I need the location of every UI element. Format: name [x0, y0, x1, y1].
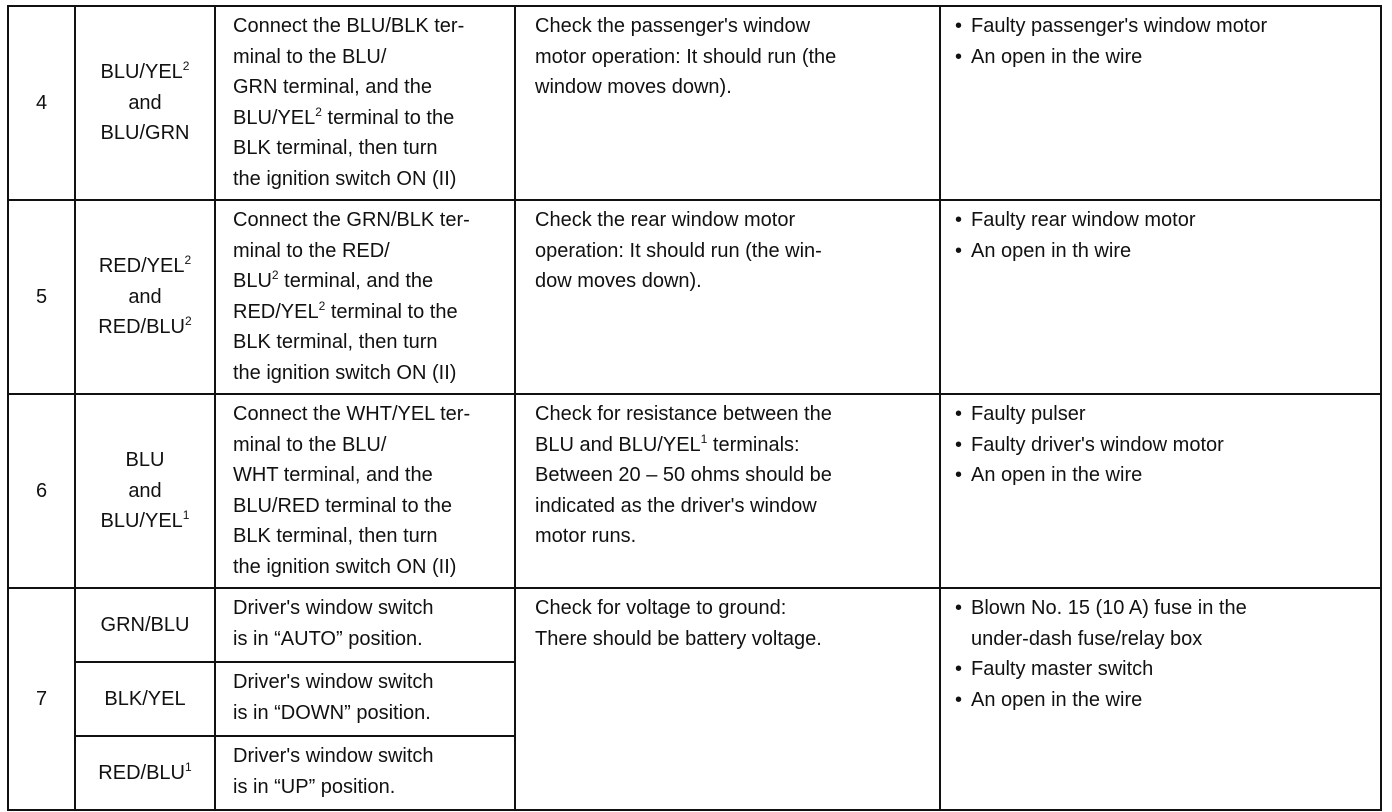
possible-cause-cell: •Faulty pulser •Faulty driver's window m…	[939, 393, 1382, 589]
possible-cause-cell: •Faulty rear window motor •An open in th…	[939, 199, 1382, 395]
table-row: BLK/YEL Driver's window switch is in “DO…	[8, 661, 1381, 737]
row-number: 7	[7, 587, 76, 811]
row-number: 6	[7, 393, 76, 589]
condition-cell: Driver's window switch is in “DOWN” posi…	[214, 661, 516, 737]
test-cell: Check the rear window motor operation: I…	[514, 199, 941, 395]
condition-cell: Connect the WHT/YEL ter- minal to the BL…	[214, 393, 516, 589]
cause-item: •An open in the wire	[955, 688, 1143, 711]
possible-cause-cell: •Faulty passenger's window motor •An ope…	[939, 5, 1382, 201]
row-number: 5	[7, 199, 76, 395]
condition-cell: Connect the BLU/BLK ter- minal to the BL…	[214, 5, 516, 201]
cause-item: •Faulty rear window motor	[955, 209, 1196, 231]
terminal-cell: GRN/BLU	[74, 587, 216, 663]
table-row: 6 BLU and BLU/YEL1 Connect the WHT/YEL t…	[7, 393, 1382, 589]
table-row: 4 BLU/YEL2 and BLU/GRN Connect the BLU/B…	[7, 5, 1382, 201]
cause-item: •Blown No. 15 (10 A) fuse in the	[955, 597, 1247, 619]
cause-item: •Faulty driver's window motor	[955, 433, 1224, 456]
terminal-cell: BLU/YEL2 and BLU/GRN	[74, 5, 216, 201]
table-row: 5 RED/YEL2 and RED/BLU2 Connect the GRN/…	[7, 199, 1382, 395]
cause-item: •Faulty pulser	[955, 403, 1086, 425]
condition-cell: Driver's window switch is in “AUTO” posi…	[214, 587, 516, 663]
condition-cell: Connect the GRN/BLK ter- minal to the RE…	[214, 199, 516, 395]
terminal-cell: RED/YEL2 and RED/BLU2	[74, 199, 216, 395]
condition-cell: Driver's window switch is in “UP” positi…	[214, 735, 516, 811]
test-cell: Check for voltage to ground: There shoul…	[514, 587, 941, 811]
possible-cause-cell: •Blown No. 15 (10 A) fuse in the under-d…	[939, 587, 1382, 811]
row-number: 4	[7, 5, 76, 201]
terminal-cell: BLK/YEL	[74, 661, 216, 737]
cause-item: •An open in the wire	[955, 464, 1143, 486]
table-row: RED/BLU1 Driver's window switch is in “U…	[8, 735, 1381, 811]
table-row: 7 GRN/BLU Driver's window switch is in “…	[7, 587, 1382, 811]
troubleshooting-table: 4 BLU/YEL2 and BLU/GRN Connect the BLU/B…	[7, 5, 1382, 811]
cause-item: •Faulty master switch	[955, 658, 1154, 680]
terminal-cell: BLU and BLU/YEL1	[74, 393, 216, 589]
terminal-cell: RED/BLU1	[74, 735, 216, 811]
cause-item: •An open in the wire	[955, 45, 1143, 68]
test-cell: Check the passenger's window motor opera…	[514, 5, 941, 201]
cause-item: •An open in th wire	[955, 239, 1132, 262]
test-cell: Check for resistance between the BLU and…	[514, 393, 941, 589]
cause-item: •Faulty passenger's window motor	[955, 15, 1268, 37]
